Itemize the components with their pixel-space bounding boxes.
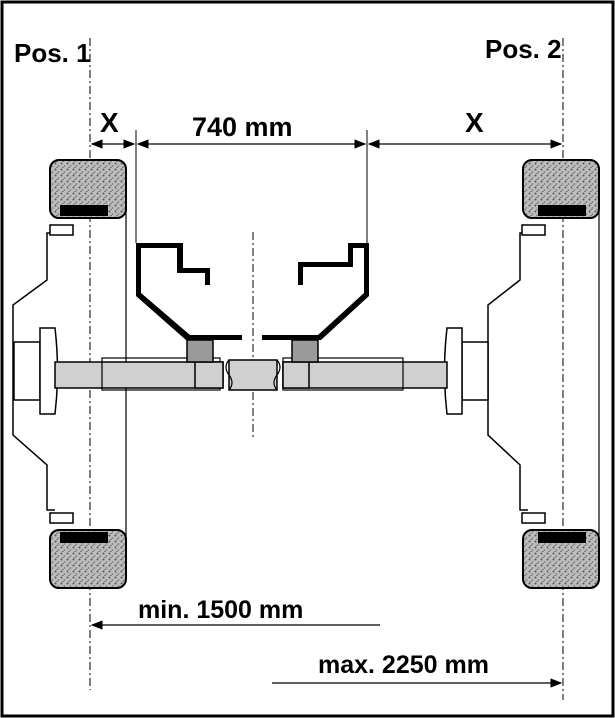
- left-wheel-assembly: [12, 159, 224, 589]
- left-lift-arm: [136, 243, 242, 363]
- right-axle-end: [282, 361, 310, 389]
- right-upper-tire: [522, 159, 600, 219]
- left-axle-end: [194, 361, 224, 389]
- right-wheel-assembly: [282, 159, 600, 589]
- max-width-label: max. 2250 mm: [318, 651, 489, 679]
- right-axle: [282, 361, 448, 389]
- right-lift-arm: [262, 243, 369, 363]
- right-lift-pad: [291, 339, 319, 363]
- right-upper-rim: [538, 205, 586, 216]
- center-width-label: 740 mm: [192, 112, 293, 142]
- pos1-label: Pos. 1: [14, 38, 91, 68]
- x-left-label: X: [100, 107, 119, 138]
- left-lower-mount: [49, 512, 74, 524]
- left-lower-tire: [49, 529, 127, 589]
- left-hub-face: [13, 341, 41, 401]
- right-lower-rim: [538, 532, 586, 543]
- right-lower-tire: [522, 529, 600, 589]
- coupling-break-right: [273, 359, 281, 391]
- coupling-break-left: [225, 359, 233, 391]
- min-width-label: min. 1500 mm: [138, 596, 303, 624]
- left-lower-rim: [60, 532, 108, 543]
- left-lift-pad: [186, 339, 214, 363]
- x-right-label: X: [465, 107, 484, 138]
- left-body-outline: [12, 232, 55, 511]
- pos2-label: Pos. 2: [485, 34, 562, 64]
- center-coupling: [228, 359, 278, 391]
- left-lift-arm-frame: [136, 243, 242, 340]
- left-upper-mount: [49, 224, 74, 236]
- right-hub-face: [461, 341, 489, 401]
- right-upper-mount: [521, 224, 546, 236]
- left-upper-tire: [49, 159, 127, 219]
- right-lift-arm-frame: [262, 243, 369, 340]
- right-lower-mount: [521, 512, 546, 524]
- left-upper-rim: [60, 205, 108, 216]
